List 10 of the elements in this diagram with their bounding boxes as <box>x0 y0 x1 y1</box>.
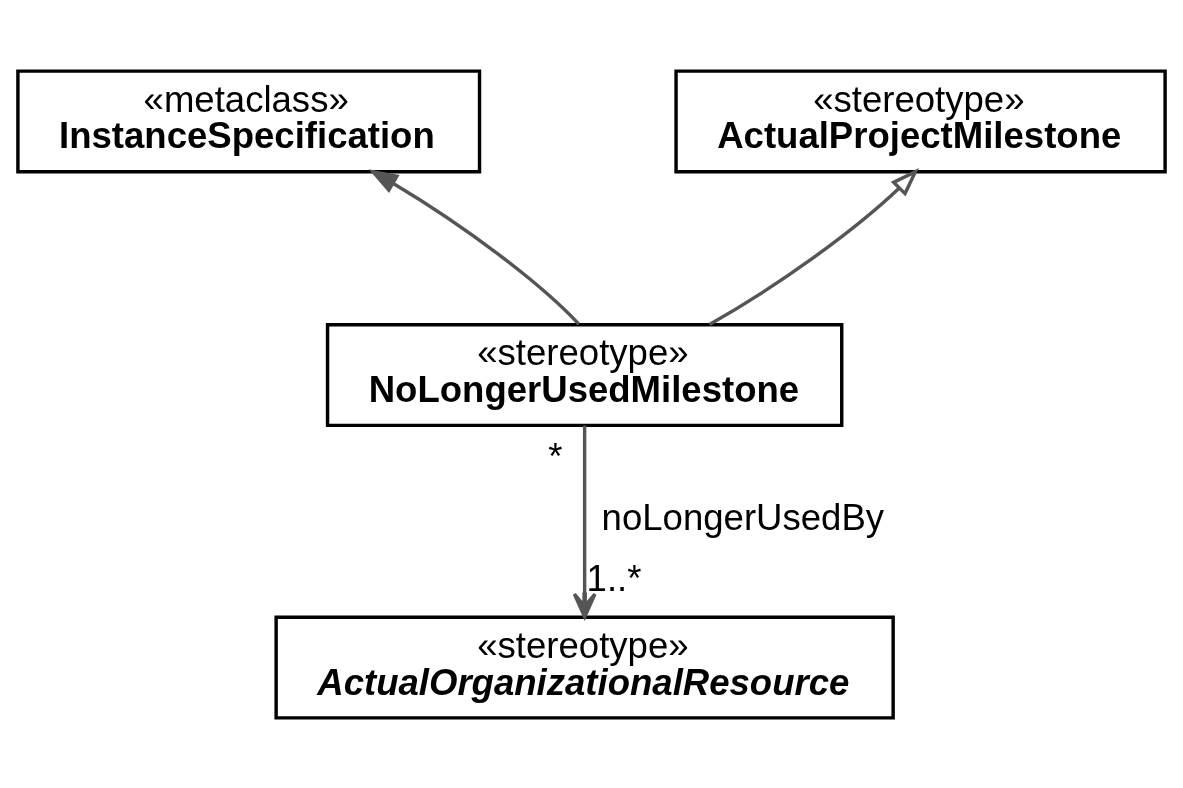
arrow <box>572 425 597 619</box>
arrow <box>708 167 920 326</box>
arrow <box>368 168 581 325</box>
node-box: «stereotype» ActualProjectMilestone <box>674 68 1167 173</box>
node-box: «stereotype» ActualOrganizationalResource <box>274 615 895 720</box>
node-box: «stereotype» NoLongerUsedMilestone <box>325 322 844 427</box>
label: * <box>548 435 563 477</box>
edge-label: noLongerUsedBy <box>601 496 885 538</box>
node-box: «metaclass» InstanceSpecification <box>16 68 482 173</box>
label: 1..* <box>586 557 642 599</box>
